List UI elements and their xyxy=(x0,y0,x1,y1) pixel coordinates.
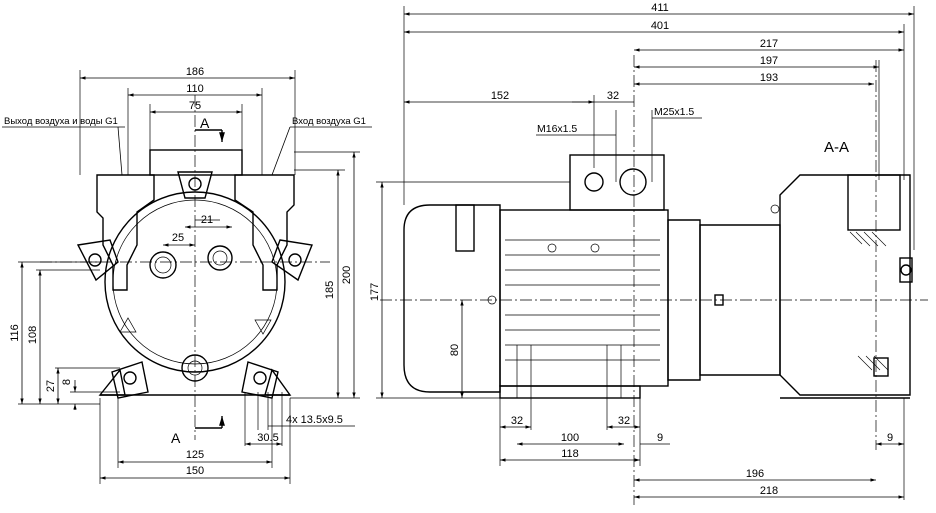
dim-186: 186 xyxy=(186,66,204,78)
screw-3 xyxy=(487,295,497,305)
motor-foot xyxy=(499,385,641,399)
dim-152: 152 xyxy=(491,90,509,102)
dim-32-right: 32 xyxy=(618,415,630,427)
inlet-port-right xyxy=(234,174,295,291)
pump-port-section xyxy=(847,174,901,231)
dim-9-right: 9 xyxy=(887,432,893,444)
stud xyxy=(770,204,780,214)
dim-8: 8 xyxy=(61,379,73,385)
dim-200: 200 xyxy=(341,266,353,284)
dim-110: 110 xyxy=(186,83,204,95)
section-label-bottom: A xyxy=(171,430,181,446)
dim-185: 185 xyxy=(324,281,336,299)
lug-bottom-left xyxy=(111,361,149,399)
dim-217: 217 xyxy=(760,38,778,50)
thread-small: M16x1.5 xyxy=(537,123,577,135)
dim-32-left: 32 xyxy=(511,415,523,427)
top-block xyxy=(149,149,243,176)
outlet-left-label: Выход воздуха и воды G1 xyxy=(4,116,118,127)
port-opening-2 xyxy=(207,245,233,271)
name-plate xyxy=(455,204,475,252)
front-view-dimensions: 186 110 75 21 25 200 185 116 108 xyxy=(9,66,360,484)
front-view-labels: Выход воздуха и воды G1 Вход воздуха G1 … xyxy=(2,115,372,446)
lug-bottom-right xyxy=(241,361,279,399)
dim-116: 116 xyxy=(9,324,21,342)
side-fitting-nut xyxy=(900,264,912,276)
port-opening-1-inner xyxy=(154,256,172,274)
pump-body xyxy=(104,191,286,373)
dim-218: 218 xyxy=(760,485,778,497)
pump-body-inner xyxy=(112,199,278,365)
lug-top-bolt xyxy=(188,177,202,191)
section-hatching-top xyxy=(849,231,887,247)
dim-9-left: 9 xyxy=(657,432,663,444)
dim-150: 150 xyxy=(186,465,204,477)
terminal-box xyxy=(569,154,665,211)
front-view xyxy=(40,95,330,440)
shaft-key xyxy=(714,294,724,306)
dim-197: 197 xyxy=(760,55,778,67)
outlet-right-label: Вход воздуха G1 xyxy=(292,116,366,127)
motor-body xyxy=(499,209,669,387)
lug-left xyxy=(76,239,119,282)
dim-411: 411 xyxy=(651,2,669,14)
lug-left-bolt xyxy=(88,253,102,267)
dim-177: 177 xyxy=(369,283,381,301)
fan-cover xyxy=(403,204,501,393)
lug-bottom-right-bolt xyxy=(253,371,267,385)
drain-opening xyxy=(181,354,209,382)
dim-125: 125 xyxy=(186,449,204,461)
dim-30-5: 30.5 xyxy=(257,432,278,444)
lug-right-bolt xyxy=(288,253,302,267)
cable-gland-large xyxy=(619,168,647,196)
dim-118: 118 xyxy=(561,448,579,460)
port-opening-1 xyxy=(149,251,177,279)
dim-196: 196 xyxy=(746,468,764,480)
side-view xyxy=(380,55,928,505)
port-opening-2-inner xyxy=(212,250,228,266)
side-fitting xyxy=(899,257,913,283)
dim-holes: 4x 13.5x9.5 xyxy=(286,414,343,426)
bottom-fitting xyxy=(873,357,889,377)
side-view-dimensions: 411 401 217 197 193 152 32 M16x1.5 M25x1… xyxy=(369,2,915,500)
pump-head xyxy=(779,174,911,396)
cable-gland-small xyxy=(584,172,604,192)
screw-1 xyxy=(547,243,557,253)
dim-27: 27 xyxy=(45,380,57,392)
flow-arrow-down-icon xyxy=(254,319,272,335)
section-title: A-A xyxy=(824,139,849,156)
outlet-port-left xyxy=(96,174,155,291)
dim-75: 75 xyxy=(189,100,201,112)
adapter-flange xyxy=(667,219,701,381)
dim-401: 401 xyxy=(651,20,669,32)
section-label-top: A xyxy=(200,115,210,131)
drain-opening-inner xyxy=(187,360,203,376)
dim-80: 80 xyxy=(449,344,461,356)
dim-25: 25 xyxy=(172,232,184,244)
dim-32-top: 32 xyxy=(607,90,619,102)
dim-21: 21 xyxy=(201,214,213,226)
lug-bottom-left-bolt xyxy=(123,371,137,385)
dim-100: 100 xyxy=(561,432,579,444)
lug-top xyxy=(177,171,213,199)
screw-2 xyxy=(590,243,600,253)
dim-193: 193 xyxy=(760,72,778,84)
thread-large: M25x1.5 xyxy=(654,106,694,118)
flow-arrow-up-icon xyxy=(119,317,137,333)
dim-108: 108 xyxy=(27,326,39,344)
lug-right xyxy=(271,239,313,282)
